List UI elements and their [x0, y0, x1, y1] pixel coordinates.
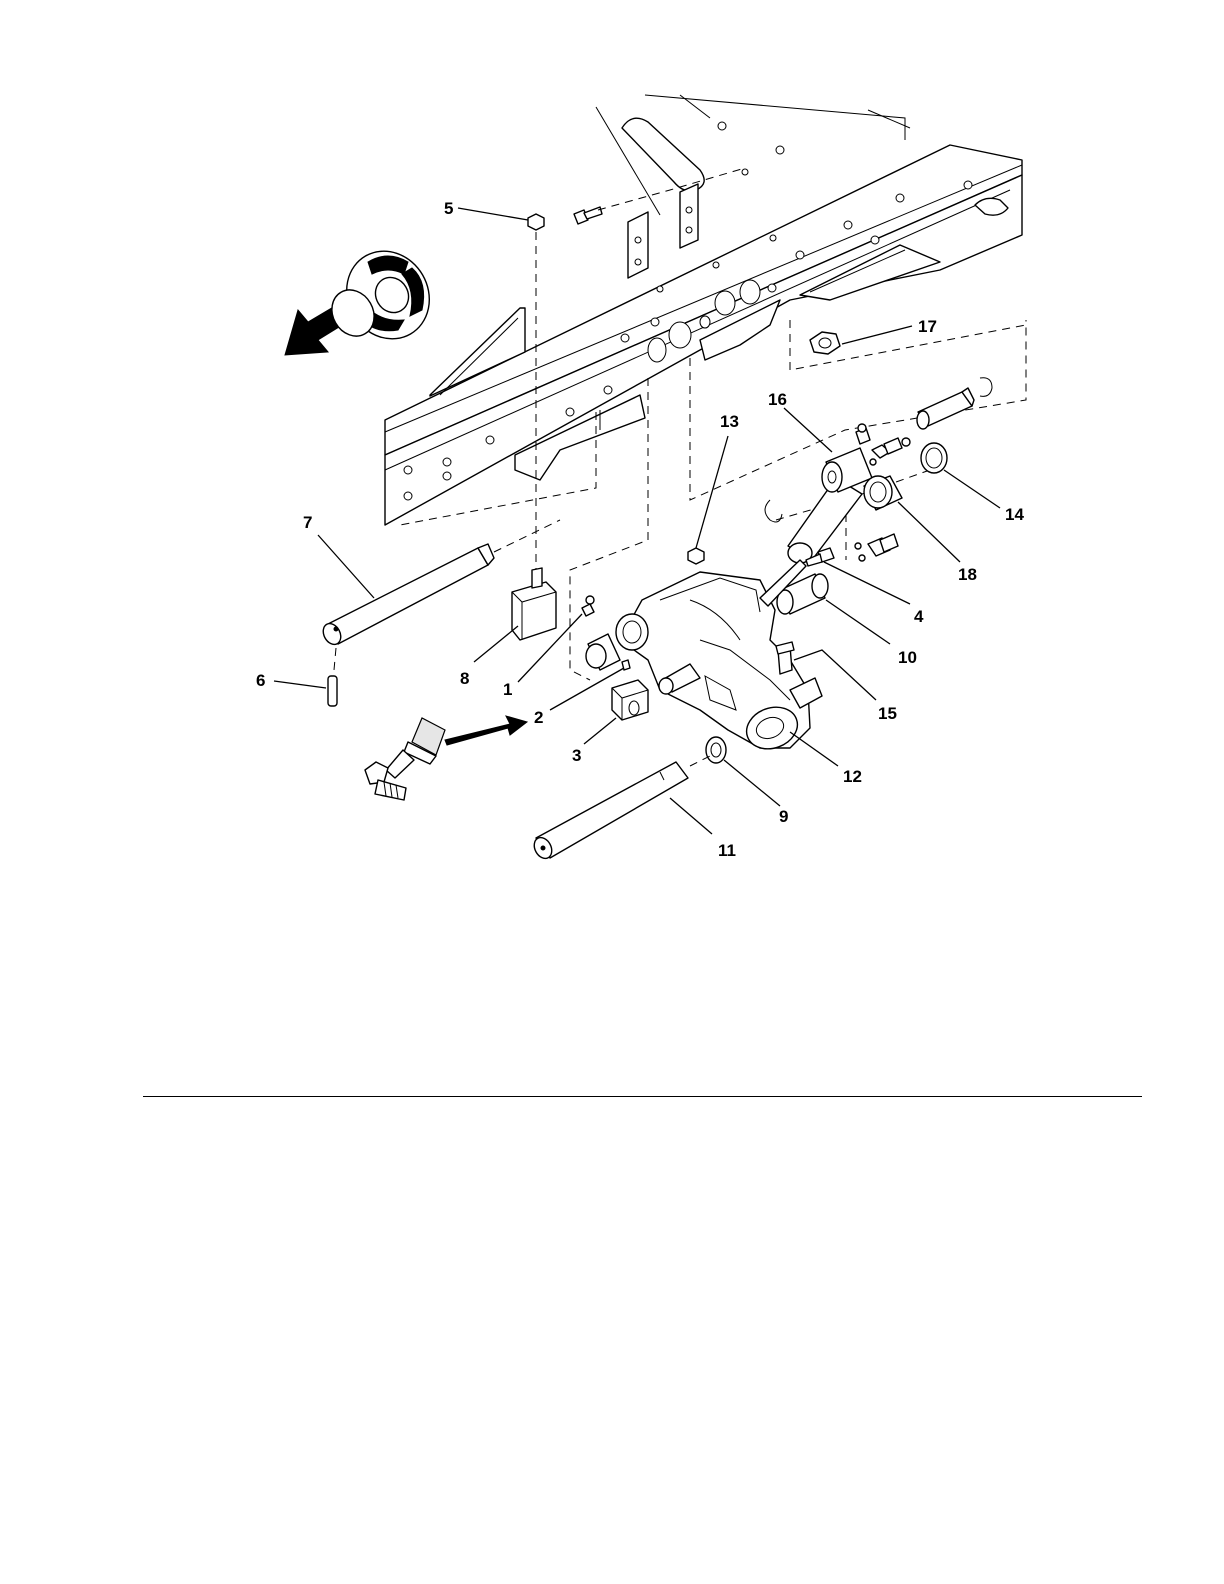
- callout-9: 9: [779, 807, 788, 826]
- callout-15: 15: [878, 704, 897, 723]
- callout-12: 12: [843, 767, 862, 786]
- callout-10: 10: [898, 648, 917, 667]
- callout-14: 14: [1005, 505, 1024, 524]
- part-9-washer: [706, 737, 726, 763]
- part-8-bumper: [512, 568, 556, 640]
- part-14-washer: [921, 443, 947, 473]
- part-3-block: [612, 680, 648, 720]
- part-6-roll-pin: [328, 676, 337, 706]
- part-16-cylinder: [760, 424, 910, 606]
- frame-bolt: [574, 207, 602, 224]
- part-18-bushing: [864, 476, 902, 510]
- callout-8: 8: [460, 669, 469, 688]
- callout-4: 4: [914, 607, 924, 626]
- callout-5: 5: [444, 199, 453, 218]
- horizontal-divider: [143, 1096, 1142, 1097]
- callout-18: 18: [958, 565, 977, 584]
- callout-7: 7: [303, 513, 312, 532]
- callout-2: 2: [534, 708, 543, 727]
- callout-11: 11: [718, 841, 736, 860]
- callout-13: 13: [720, 412, 739, 431]
- callout-1: 1: [503, 680, 512, 699]
- part-1-fitting: [582, 596, 594, 616]
- arm-bushing-left: [586, 634, 620, 670]
- upper-pin: [917, 378, 992, 429]
- callout-3: 3: [572, 746, 581, 765]
- part-13-nut: [688, 548, 704, 564]
- callout-16: 16: [768, 390, 787, 409]
- direction-arrow-icon: [285, 236, 445, 355]
- part-17-nut: [810, 332, 840, 354]
- thread-lock-icon: [365, 716, 527, 800]
- callout-17: 17: [918, 317, 937, 336]
- callout-6: 6: [256, 671, 265, 690]
